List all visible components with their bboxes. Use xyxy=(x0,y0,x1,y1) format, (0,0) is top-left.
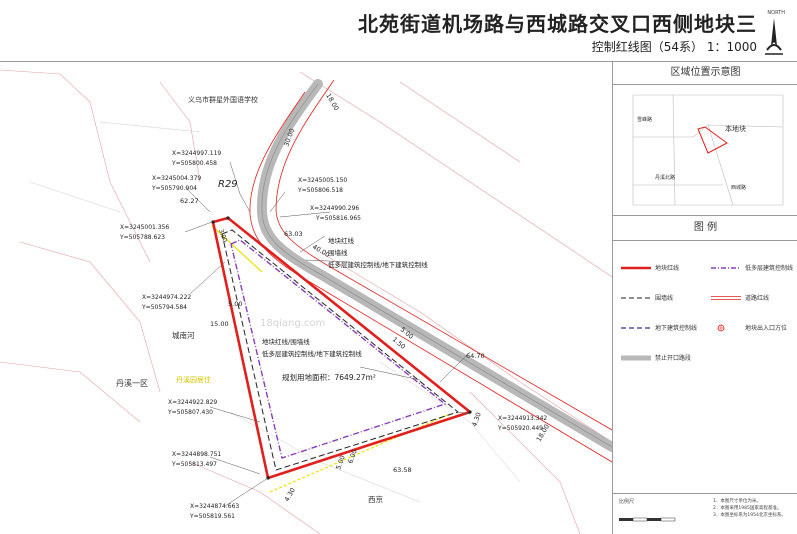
legend-item: 道路红线 xyxy=(711,293,769,302)
callout-boundary: 地块红线 xyxy=(328,236,355,245)
dim-8: 1.50 xyxy=(391,335,407,350)
legend-label: 地块红线 xyxy=(655,265,680,272)
callout-inner1: 地块红线/围墙线 xyxy=(262,337,310,346)
plot-red-line xyxy=(211,216,472,480)
dim-13: 4.30 xyxy=(283,486,297,503)
coord-9y: Y=505813.497 xyxy=(171,461,217,468)
legend-item: 禁止开口路段 xyxy=(621,353,691,362)
note-line: 3．本图坐标系为1954北京坐标系。 xyxy=(713,513,786,518)
coord-7y: Y=505807.430 xyxy=(167,409,213,416)
coord-4x: X=3244990.296 xyxy=(310,205,359,212)
label-danxi: 丹溪一区 xyxy=(116,378,148,388)
label-xijing: 西京 xyxy=(368,494,383,504)
elev-4: 63.58 xyxy=(393,466,412,474)
lowrise-control-line xyxy=(230,239,447,459)
coord-3x: X=3245005.150 xyxy=(298,177,347,184)
note-line: 1．本图尺寸单位为米。 xyxy=(713,499,761,504)
north-label: NORTH xyxy=(767,10,785,16)
header-rule xyxy=(0,61,797,62)
legend-label: 道路红线 xyxy=(745,295,770,302)
page-title: 北苑街道机场路与西城路交叉口西侧地块三 xyxy=(358,12,757,36)
label-road-r29: R29 xyxy=(218,179,238,190)
background-roads xyxy=(0,69,612,534)
elev-1: 62.27 xyxy=(180,197,199,205)
coord-6x: X=3244974.222 xyxy=(142,294,191,301)
elev-3: 64.70 xyxy=(466,352,485,360)
no-opening-swatch xyxy=(621,355,651,360)
coord-6y: Y=505794.584 xyxy=(141,304,187,311)
legend-label: 地块出入口方位 xyxy=(745,325,788,332)
leader-lines xyxy=(184,161,471,507)
label-chengnanhe: 城南河 xyxy=(172,330,195,340)
scale-bar xyxy=(619,517,676,522)
legend-item: 地块红线 xyxy=(621,263,679,272)
label-highlight: 丹溪园居住 xyxy=(176,375,211,384)
location-map-graphic: 本地块 雪峰路 丹溪北路 西城路 xyxy=(632,94,784,206)
legend-heading: 图 例 xyxy=(613,216,797,241)
legend-item: 地下建筑控制线 xyxy=(621,323,697,332)
legend-item: 低多层建筑控制线 xyxy=(711,263,793,272)
coord-8x: X=3244913.342 xyxy=(498,415,547,422)
road-red-line-inner xyxy=(249,91,612,463)
watermark: 18qiang.com xyxy=(260,318,325,329)
elev-2: 63.03 xyxy=(284,230,303,238)
dim-4: 5.00 xyxy=(228,300,242,308)
north-arrow-icon xyxy=(765,18,783,55)
coord-5x: X=3245001.356 xyxy=(120,224,169,231)
side-panel: 区域位置示意图 本地块 雪峰路 丹溪北路 西城路 图 例 地块红线 低多层建筑控… xyxy=(612,62,797,534)
legend-label: 禁止开口路段 xyxy=(655,355,692,362)
notes-text: 1．本图尺寸单位为米。 2．本图采用1985国家高程基准。 3．本图坐标系为19… xyxy=(713,498,786,519)
coord-3y: Y=505806.518 xyxy=(297,187,343,194)
location-map: 本地块 雪峰路 丹溪北路 西城路 xyxy=(613,85,797,216)
dim-9: 4.30 xyxy=(470,411,482,427)
plot-red-line-swatch xyxy=(621,266,651,269)
background-grid xyxy=(29,121,521,503)
lowrise-line-swatch xyxy=(711,266,741,269)
legend-item: 围墙线 xyxy=(621,293,673,302)
legend-item: 地块出入口方位 xyxy=(711,323,787,332)
coord-2y: Y=505790.904 xyxy=(151,185,197,192)
site-map: 义乌市群星外国语学校 城南河 丹溪一区 西京 丹溪园居住 R29 62.27 6… xyxy=(0,69,612,534)
coord-4y: Y=505816.965 xyxy=(315,215,361,222)
coord-8y: Y=505920.449 xyxy=(497,425,543,432)
callout-inner2: 低多层建筑控制线/地下建筑控制线 xyxy=(262,349,362,358)
coord-10x: X=3244874.663 xyxy=(190,503,239,510)
road-red-line-outer xyxy=(275,79,612,431)
wall-line-swatch xyxy=(621,297,651,298)
notes-box: 比例尺 1．本图尺寸单位为米。 2．本图采用1985国家高程基准。 3．本图坐标… xyxy=(613,493,797,534)
note-line: 2．本图采用1985国家高程基准。 xyxy=(713,506,782,511)
entrance-direction-icon xyxy=(717,324,725,331)
loc-label-r2: 丹溪北路 xyxy=(655,174,675,181)
road-red-line-swatch xyxy=(711,295,741,300)
callout-wall: 围墙线 xyxy=(328,248,348,257)
dim-6: 3.00 xyxy=(217,228,228,243)
location-map-heading: 区域位置示意图 xyxy=(613,62,797,85)
coord-1x: X=3244997.119 xyxy=(172,150,221,157)
loc-label-r3: 西城路 xyxy=(731,184,746,191)
page-subtitle: 控制红线图（54系） 1：1000 xyxy=(591,40,757,54)
coord-10y: Y=505819.561 xyxy=(189,513,235,520)
area-label: 规划用地面积：7649.27m² xyxy=(282,372,376,382)
legend: 地块红线 低多层建筑控制线 围墙线 道路红线 地下建筑控制线 地块出入口方位 禁… xyxy=(613,241,797,391)
coord-9x: X=3244898.751 xyxy=(172,451,221,458)
coord-5y: Y=505788.623 xyxy=(119,234,165,241)
coord-2x: X=3245004.379 xyxy=(152,175,201,182)
coord-1y: Y=505800.458 xyxy=(171,160,217,167)
dim-1: 18.00 xyxy=(324,92,340,112)
label-school: 义乌市群星外国语学校 xyxy=(188,95,258,104)
legend-label: 地下建筑控制线 xyxy=(655,325,698,332)
legend-label: 围墙线 xyxy=(655,295,674,302)
callout-lowrise: 低多层建筑控制线/地下建筑控制线 xyxy=(328,260,428,269)
coord-7x: X=3244922.829 xyxy=(168,399,217,406)
loc-label-site: 本地块 xyxy=(725,124,746,133)
road-r29 xyxy=(256,79,612,452)
loc-label-r1: 雪峰路 xyxy=(637,116,652,123)
legend-label: 低多层建筑控制线 xyxy=(745,265,794,272)
scale-label: 比例尺 xyxy=(619,499,635,505)
underground-line-swatch xyxy=(621,326,651,329)
dim-5: 15.00 xyxy=(210,320,229,328)
